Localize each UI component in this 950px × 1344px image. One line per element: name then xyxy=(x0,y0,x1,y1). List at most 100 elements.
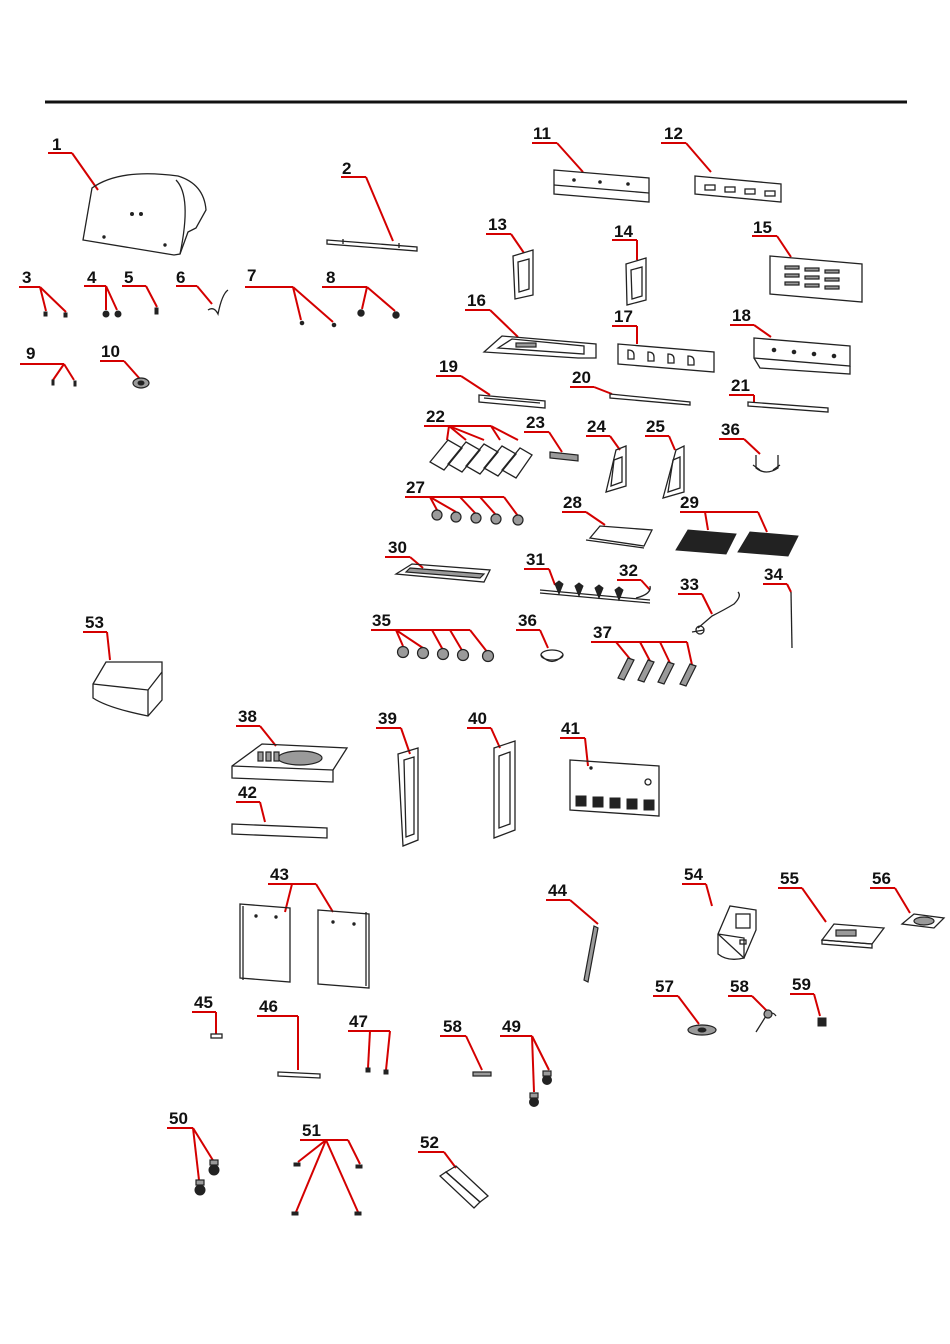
label-40: 40 xyxy=(468,709,487,728)
part-4[interactable]: 4 xyxy=(84,268,121,317)
part-50[interactable]: 50 xyxy=(167,1109,219,1195)
part-19[interactable]: 19 xyxy=(436,357,545,408)
part-55[interactable]: 55 xyxy=(778,869,884,948)
label-5: 5 xyxy=(124,268,133,287)
label-25: 25 xyxy=(646,417,665,436)
label-58-lower: 58 xyxy=(443,1017,462,1036)
part-56[interactable]: 56 xyxy=(870,869,944,928)
label-21: 21 xyxy=(731,376,750,395)
part-40[interactable]: 40 xyxy=(467,709,515,838)
label-17: 17 xyxy=(614,307,633,326)
part-57[interactable]: 57 xyxy=(653,977,716,1035)
part-12[interactable]: 12 xyxy=(661,124,781,202)
label-2: 2 xyxy=(342,159,351,178)
label-37: 37 xyxy=(593,623,612,642)
part-36-lower[interactable]: 36 xyxy=(516,611,563,662)
part-14[interactable]: 14 xyxy=(612,222,646,305)
label-14: 14 xyxy=(614,222,633,241)
part-49[interactable]: 49 xyxy=(500,1017,552,1107)
part-58-lower[interactable]: 58 xyxy=(440,1017,491,1076)
part-54[interactable]: 54 xyxy=(682,865,756,959)
part-27[interactable]: 27 xyxy=(405,478,523,525)
part-43[interactable]: 43 xyxy=(240,865,369,988)
label-36-upper: 36 xyxy=(721,420,740,439)
part-1[interactable]: 1 xyxy=(48,135,206,255)
part-38[interactable]: 38 xyxy=(232,707,347,782)
label-27: 27 xyxy=(406,478,425,497)
part-33[interactable]: 33 xyxy=(678,575,739,634)
part-20[interactable]: 20 xyxy=(570,368,690,405)
part-16[interactable]: 16 xyxy=(465,291,596,358)
part-58-upper[interactable]: 58 xyxy=(728,977,776,1032)
part-37[interactable]: 37 xyxy=(591,623,696,686)
part-46[interactable]: 46 xyxy=(257,997,320,1078)
label-55: 55 xyxy=(780,869,799,888)
part-22[interactable]: 22 xyxy=(424,407,532,478)
part-45[interactable]: 45 xyxy=(192,993,222,1038)
part-3[interactable]: 3 xyxy=(19,268,67,317)
label-57: 57 xyxy=(655,977,674,996)
label-43: 43 xyxy=(270,865,289,884)
part-30[interactable]: 30 xyxy=(385,538,490,582)
part-35[interactable]: 35 xyxy=(371,611,494,662)
part-39[interactable]: 39 xyxy=(376,709,418,846)
part-44[interactable]: 44 xyxy=(546,881,598,982)
label-19: 19 xyxy=(439,357,458,376)
part-52[interactable]: 52 xyxy=(418,1133,488,1208)
part-28[interactable]: 28 xyxy=(562,493,652,548)
label-13: 13 xyxy=(488,215,507,234)
part-11[interactable]: 11 xyxy=(532,124,649,202)
part-17[interactable]: 17 xyxy=(612,307,714,372)
label-34: 34 xyxy=(764,565,783,584)
part-59[interactable]: 59 xyxy=(790,975,826,1026)
label-51: 51 xyxy=(302,1121,321,1140)
part-42[interactable]: 42 xyxy=(232,783,327,838)
label-6: 6 xyxy=(176,268,185,287)
part-41[interactable]: 41 xyxy=(560,719,659,816)
label-24: 24 xyxy=(587,417,606,436)
part-13[interactable]: 13 xyxy=(486,215,533,299)
label-36-lower: 36 xyxy=(518,611,537,630)
part-34[interactable]: 34 xyxy=(763,565,792,648)
label-53: 53 xyxy=(85,613,104,632)
label-16: 16 xyxy=(467,291,486,310)
part-7[interactable]: 7 xyxy=(245,266,336,327)
part-21[interactable]: 21 xyxy=(729,376,828,412)
part-2[interactable]: 2 xyxy=(327,159,417,251)
label-23: 23 xyxy=(526,413,545,432)
label-58-upper: 58 xyxy=(730,977,749,996)
label-3: 3 xyxy=(22,268,31,287)
part-6[interactable]: 6 xyxy=(176,268,228,314)
part-36-upper[interactable]: 36 xyxy=(719,420,780,472)
label-41: 41 xyxy=(561,719,580,738)
part-51[interactable]: 51 xyxy=(292,1121,362,1215)
label-35: 35 xyxy=(372,611,391,630)
label-1: 1 xyxy=(52,135,61,154)
label-50: 50 xyxy=(169,1109,188,1128)
part-23[interactable]: 23 xyxy=(524,413,578,461)
label-11: 11 xyxy=(533,124,551,143)
part-5[interactable]: 5 xyxy=(122,268,158,314)
part-9[interactable]: 9 xyxy=(20,344,76,386)
label-15: 15 xyxy=(753,218,772,237)
part-8[interactable]: 8 xyxy=(322,268,399,318)
part-29[interactable]: 29 xyxy=(676,493,798,556)
label-30: 30 xyxy=(388,538,407,557)
part-25[interactable]: 25 xyxy=(645,417,684,498)
part-24[interactable]: 24 xyxy=(586,417,626,492)
label-10: 10 xyxy=(101,342,120,361)
label-45: 45 xyxy=(194,993,213,1012)
label-9: 9 xyxy=(26,344,35,363)
part-15[interactable]: 15 xyxy=(752,218,862,302)
label-54: 54 xyxy=(684,865,703,884)
part-18[interactable]: 18 xyxy=(730,306,850,374)
label-28: 28 xyxy=(563,493,582,512)
label-38: 38 xyxy=(238,707,257,726)
part-47[interactable]: 47 xyxy=(348,1012,390,1074)
part-53[interactable]: 53 xyxy=(83,613,162,716)
label-20: 20 xyxy=(572,368,591,387)
part-10[interactable]: 10 xyxy=(100,342,149,388)
label-56: 56 xyxy=(872,869,891,888)
label-18: 18 xyxy=(732,306,751,325)
